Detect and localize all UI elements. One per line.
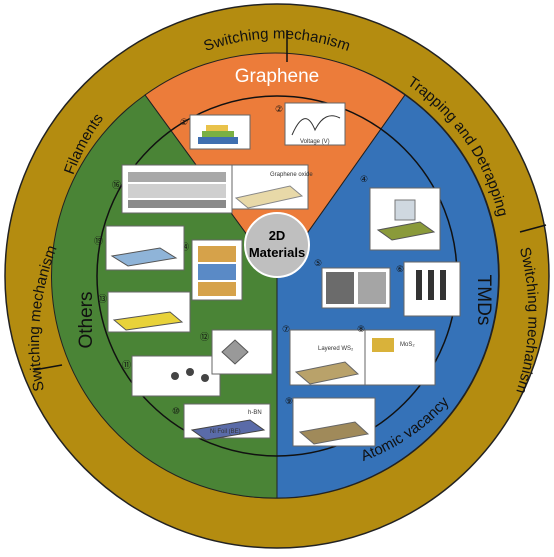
num-9: ⑨ bbox=[285, 396, 293, 406]
num-4: ④ bbox=[360, 174, 368, 184]
num-10: ⑩ bbox=[172, 406, 180, 416]
thumb-3-label: Graphene oxide bbox=[270, 172, 313, 178]
num-5: ⑤ bbox=[314, 258, 322, 268]
center-disc bbox=[244, 212, 310, 278]
thumb-15: ⑮ bbox=[94, 225, 185, 271]
title-others: Others bbox=[76, 291, 97, 348]
thumb-12: ⑫ bbox=[200, 329, 273, 375]
thumb-10: Ni Foil (BE) h-BN ⑩ bbox=[172, 403, 271, 441]
num-12: ⑫ bbox=[200, 332, 209, 342]
num-15: ⑮ bbox=[94, 236, 103, 246]
thumb-7-label: Layered WS₂ bbox=[318, 346, 354, 352]
num-8: ⑧ bbox=[357, 324, 365, 334]
num-13: ⑬ bbox=[98, 294, 107, 304]
thumb-13: ⑬ bbox=[98, 291, 191, 333]
num-11: ⑪ bbox=[122, 360, 131, 370]
thumb-11: ⑪ bbox=[122, 355, 221, 397]
title-tmds: TMDs bbox=[473, 275, 494, 326]
thumb-10-label: Ni Foil (BE) bbox=[210, 429, 241, 435]
center-line-2: Materials bbox=[249, 245, 305, 260]
title-graphene: Graphene bbox=[235, 66, 320, 87]
thumb-8: MoS₂ ⑧ bbox=[357, 324, 436, 386]
thumb-4: ④ bbox=[360, 174, 441, 251]
num-6: ⑥ bbox=[396, 264, 404, 274]
num-7: ⑦ bbox=[282, 324, 290, 334]
center-line-1: 2D bbox=[269, 228, 286, 243]
thumb-1: ① bbox=[180, 114, 251, 150]
thumb-3: Graphene oxide ③ bbox=[220, 164, 313, 210]
thumb-10-hbn: h-BN bbox=[248, 410, 262, 416]
num-16: ⑯ bbox=[112, 180, 121, 190]
connector-left bbox=[33, 364, 63, 371]
connector-right bbox=[519, 224, 547, 233]
thumb-6: ⑥ bbox=[396, 261, 461, 317]
thumb-16: ⑯ bbox=[112, 164, 233, 214]
thumb-9: ⑨ bbox=[285, 396, 376, 447]
num-1: ① bbox=[180, 117, 188, 127]
num-2: ② bbox=[275, 104, 283, 114]
thumb-7: Layered WS₂ ⑦ bbox=[282, 324, 366, 386]
num-14: ⑭ bbox=[180, 242, 189, 252]
thumb-14: ⑭ bbox=[180, 239, 243, 301]
thumb-8-label: MoS₂ bbox=[400, 342, 415, 348]
thumb-2: Voltage (V) ② bbox=[275, 102, 346, 146]
thumb-2-label: Voltage (V) bbox=[300, 139, 330, 145]
thumb-5: ⑤ bbox=[314, 258, 391, 309]
